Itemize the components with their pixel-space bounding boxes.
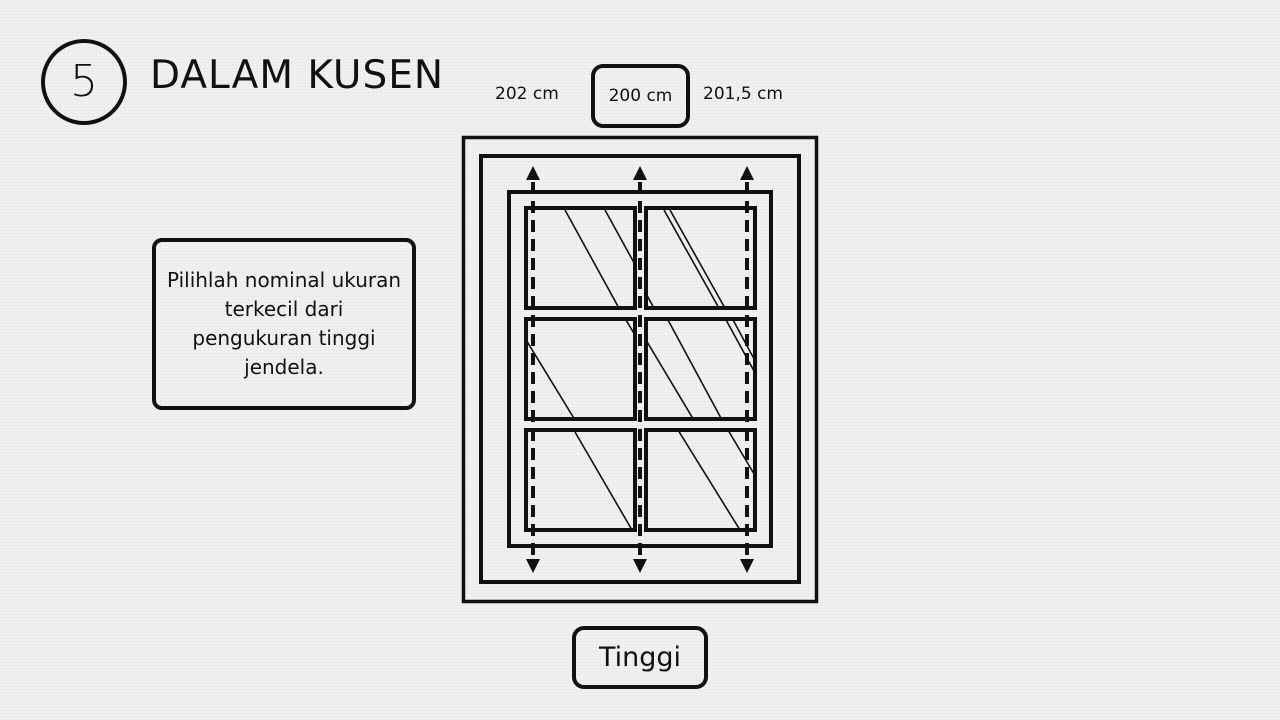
step-number: 5 bbox=[70, 56, 98, 107]
dimension-label-height: Tinggi bbox=[572, 626, 708, 689]
instruction-text: Pilihlah nominal ukuran terkecil dari pe… bbox=[166, 268, 402, 379]
instruction-note: Pilihlah nominal ukuran terkecil dari pe… bbox=[152, 238, 416, 410]
outer-frame bbox=[461, 135, 819, 604]
arrow-up-icon bbox=[526, 166, 540, 180]
arrow-up-icon bbox=[740, 166, 754, 180]
dimension-label-text: Tinggi bbox=[598, 642, 682, 673]
measurement-option-1: 202 cm bbox=[495, 84, 559, 104]
measurement-selected-label: 200 cm bbox=[608, 86, 673, 106]
pane bbox=[644, 206, 757, 310]
arrow-up-icon bbox=[633, 166, 647, 180]
arrow-down-icon bbox=[633, 559, 647, 573]
kusen-frame bbox=[479, 154, 801, 584]
measurement-option-2-selected: 200 cm bbox=[591, 64, 690, 128]
pane bbox=[644, 317, 757, 421]
page-title: DALAM KUSEN bbox=[150, 53, 445, 98]
measurement-option-3: 201,5 cm bbox=[703, 84, 783, 104]
pane bbox=[644, 428, 757, 532]
pane bbox=[524, 317, 637, 421]
arrow-down-icon bbox=[740, 559, 754, 573]
step-number-badge: 5 bbox=[41, 39, 127, 125]
arrow-down-icon bbox=[526, 559, 540, 573]
pane bbox=[524, 428, 637, 532]
pane bbox=[524, 206, 637, 310]
